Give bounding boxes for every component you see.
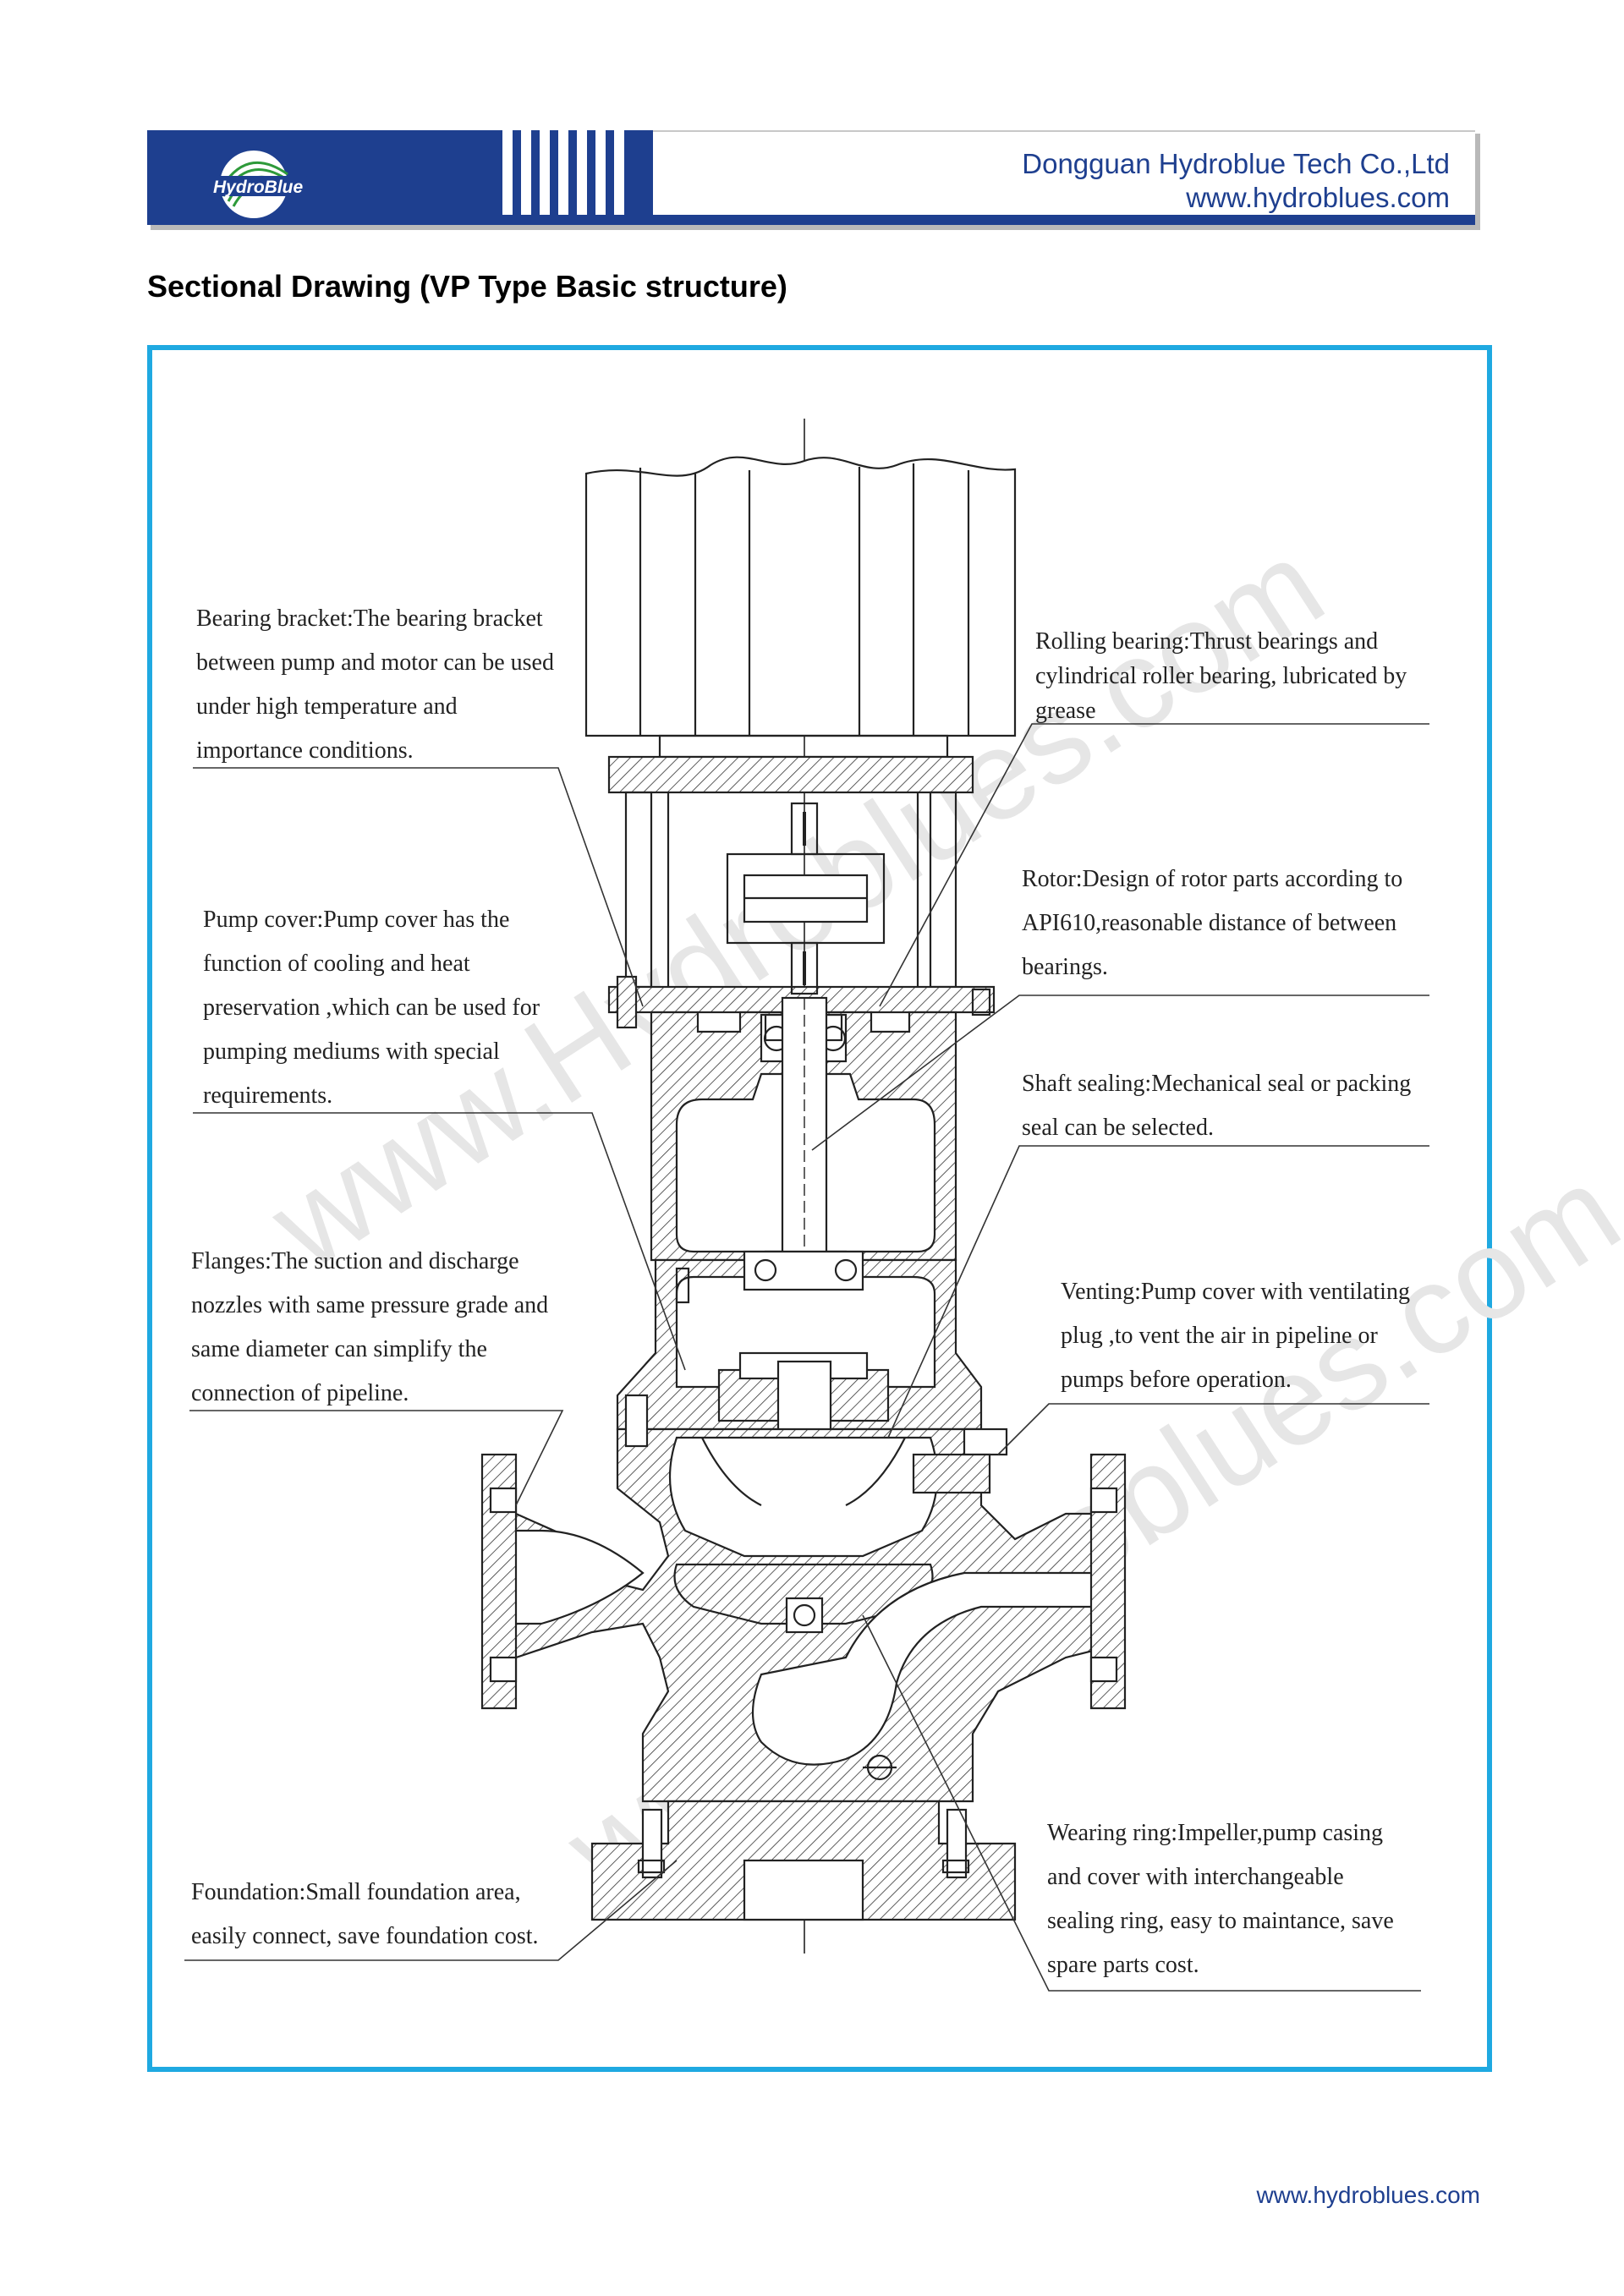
header-shadow-right — [1475, 134, 1480, 230]
footer-website[interactable]: www.hydroblues.com — [1256, 2182, 1480, 2208]
header-banner: HydroBlue Dongguan Hydroblue Tech Co.,Lt… — [147, 130, 1480, 230]
logo-icon — [207, 151, 309, 218]
label-flanges: Flanges:The suction and discharge nozzle… — [191, 1248, 549, 1406]
company-name: Dongguan Hydroblue Tech Co.,Ltd — [1022, 148, 1450, 179]
label-rotor: Rotor:Design of rotor parts according to… — [1022, 866, 1403, 980]
drawing-frame — [147, 345, 1492, 2072]
label-rolling-bearing: Rolling bearing:Thrust bearings and cyli… — [1035, 628, 1407, 724]
header-blue-panel: HydroBlue — [147, 130, 653, 225]
logo-text: HydroBlue — [213, 178, 304, 197]
label-bearing-bracket: Bearing bracket:The bearing bracket betw… — [196, 606, 554, 764]
header-shadow — [151, 225, 1480, 230]
page-title: Sectional Drawing (VP Type Basic structu… — [147, 269, 787, 304]
header-white-panel: Dongguan Hydroblue Tech Co.,Ltd www.hydr… — [653, 130, 1475, 225]
header-stripes — [502, 130, 624, 215]
label-venting: Venting:Pump cover with ventilating plug… — [1061, 1279, 1410, 1393]
label-foundation: Foundation:Small foundation area, easily… — [191, 1879, 539, 1949]
header-underline — [653, 215, 1475, 225]
company-block: Dongguan Hydroblue Tech Co.,Ltd www.hydr… — [1022, 147, 1450, 215]
label-pump-cover: Pump cover:Pump cover has the function o… — [203, 907, 540, 1109]
company-website[interactable]: www.hydroblues.com — [1186, 182, 1450, 213]
label-wearing-ring: Wearing ring:Impeller,pump casing and co… — [1047, 1820, 1394, 1978]
label-shaft-sealing: Shaft sealing:Mechanical seal or packing… — [1022, 1071, 1412, 1141]
